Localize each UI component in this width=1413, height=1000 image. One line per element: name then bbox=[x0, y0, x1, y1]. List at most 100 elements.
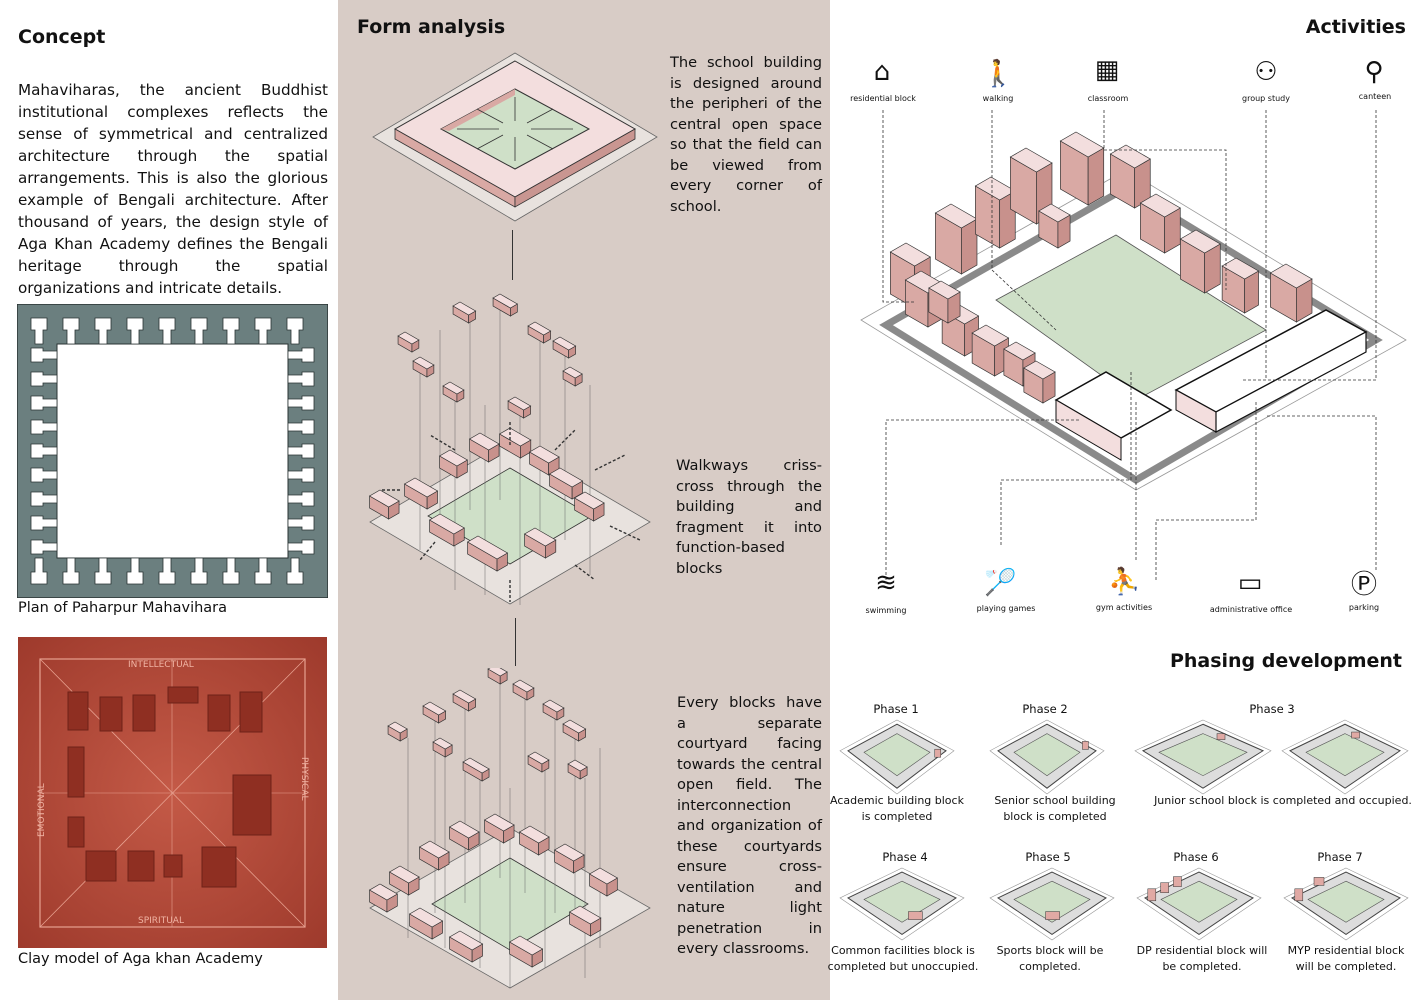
campus-building-block bbox=[1179, 229, 1221, 294]
phase-thumbnail bbox=[838, 866, 966, 942]
courtyard-block bbox=[368, 883, 399, 913]
form-step-2-text: Walkways criss-cross through the buildin… bbox=[676, 457, 822, 577]
phase-caption: MYP residential block will be completed. bbox=[1287, 944, 1405, 973]
phase-thumbnail bbox=[838, 718, 956, 796]
campus-building-block bbox=[934, 203, 978, 275]
form-step-1-text: The school building is designed around t… bbox=[670, 54, 822, 215]
courtyard-block bbox=[408, 907, 444, 940]
courtyard-block bbox=[448, 820, 480, 851]
phase-title: Phase 1 bbox=[873, 702, 919, 716]
plan-caption: Plan of Paharpur Mahavihara bbox=[18, 600, 228, 616]
floating-block bbox=[442, 381, 465, 403]
activity-label-administrative-office: administrative office bbox=[1209, 605, 1293, 614]
activities-title: Activities bbox=[1305, 16, 1406, 38]
clay-label-bottom: SPIRITUAL bbox=[138, 916, 184, 926]
floating-block bbox=[562, 366, 583, 387]
ground-block bbox=[498, 427, 532, 459]
ground-block bbox=[573, 491, 605, 522]
phase-caption: DP residential block will be completed. bbox=[1136, 944, 1268, 973]
activity-label-group-study: group study bbox=[1242, 94, 1290, 103]
ground-block bbox=[468, 432, 500, 463]
ground-block bbox=[548, 467, 584, 500]
courtyard-block bbox=[388, 865, 420, 896]
canteen-icon: ⚲ bbox=[1364, 57, 1384, 87]
phase-title: Phase 2 bbox=[1022, 702, 1068, 716]
badminton-icon: 🏸 bbox=[984, 568, 1017, 598]
activity-label-canteen: canteen bbox=[1358, 92, 1392, 101]
phase-thumbnail bbox=[1282, 866, 1410, 942]
floating-block bbox=[527, 321, 552, 344]
form-diagram-fragmented-blocks bbox=[360, 290, 660, 610]
ground-block bbox=[428, 513, 465, 547]
floating-block bbox=[432, 737, 453, 758]
activities-diagram bbox=[846, 40, 1413, 620]
floating-block bbox=[542, 699, 565, 721]
floating-block bbox=[452, 301, 477, 324]
treadmill-icon: ⛹ bbox=[1108, 567, 1141, 597]
campus-building-block bbox=[1109, 144, 1151, 209]
floating-block bbox=[422, 701, 447, 724]
paharpur-plan bbox=[17, 304, 328, 598]
classroom-icon: ▦ bbox=[1094, 55, 1120, 85]
clay-model-image: INTELLECTUAL SPIRITUAL PHYSICAL EMOTIONA… bbox=[18, 637, 327, 948]
phase-thumbnail bbox=[1280, 718, 1410, 796]
phase-title: Phase 6 bbox=[1173, 850, 1219, 864]
concept-paragraph: Mahaviharas, the ancient Buddhist instit… bbox=[18, 81, 328, 297]
activity-label-gym-activities: gym activities bbox=[1095, 603, 1153, 612]
ground-block bbox=[438, 449, 469, 479]
clay-label-top: INTELLECTUAL bbox=[128, 660, 194, 670]
floating-block bbox=[412, 356, 435, 378]
phase-title: Phase 7 bbox=[1317, 850, 1363, 864]
floating-block bbox=[462, 757, 490, 782]
form-step-3-text: Every blocks have a separate courtyard f… bbox=[677, 694, 822, 957]
campus-building-block bbox=[1139, 193, 1181, 254]
arrow-down-2 bbox=[515, 618, 516, 666]
campus-building-block bbox=[928, 280, 961, 324]
floating-block bbox=[397, 331, 420, 353]
courtyard-block bbox=[588, 867, 619, 897]
group-study-icon: ⚇ bbox=[1254, 57, 1278, 87]
activity-label-walking: walking bbox=[982, 94, 1014, 103]
clay-caption: Clay model of Aga khan Academy bbox=[18, 951, 263, 967]
activity-label-residential-block: residential block bbox=[850, 94, 916, 103]
courtyard-block bbox=[518, 825, 550, 856]
phase-caption: Sports block will be completed. bbox=[996, 944, 1104, 973]
activity-label-classroom: classroom bbox=[1087, 94, 1129, 103]
campus-building-block bbox=[1269, 263, 1313, 323]
phase-title: Phase 3 bbox=[1249, 702, 1295, 716]
parking-icon: Ⓟ bbox=[1350, 570, 1377, 600]
phase-caption: Academic building block is completed bbox=[830, 794, 964, 823]
floating-block bbox=[452, 689, 477, 712]
floating-block bbox=[492, 293, 519, 317]
phase-title: Phase 5 bbox=[1025, 850, 1071, 864]
phase-caption: Senior school building block is complete… bbox=[994, 794, 1116, 823]
ground-block bbox=[523, 527, 557, 559]
clay-label-right: PHYSICAL bbox=[299, 757, 309, 801]
form-analysis-title: Form analysis bbox=[357, 16, 506, 38]
ground-block bbox=[528, 445, 560, 476]
campus-building-block bbox=[1059, 131, 1105, 206]
campus-building-block bbox=[1038, 203, 1071, 249]
ground-block bbox=[368, 489, 400, 520]
floating-block bbox=[487, 668, 508, 685]
concept-title: Concept bbox=[18, 26, 106, 48]
phasing-title: Phasing development bbox=[1169, 650, 1402, 672]
form-diagram-courtyard-blocks bbox=[360, 668, 660, 993]
phase-caption: Common facilities block is completed but… bbox=[827, 944, 979, 973]
ground-block bbox=[403, 477, 439, 510]
campus-building-block bbox=[1023, 360, 1056, 404]
floating-block bbox=[387, 721, 408, 742]
activity-label-parking: parking bbox=[1348, 603, 1380, 612]
swimming-icon: ≋ bbox=[875, 568, 897, 598]
campus-building-block bbox=[1009, 147, 1053, 225]
ground-block bbox=[466, 535, 509, 572]
campus-building-block bbox=[1221, 257, 1260, 314]
phase-thumbnail bbox=[1135, 866, 1263, 942]
floating-block bbox=[562, 719, 587, 742]
phase-caption: Junior school block is completed and occ… bbox=[1154, 794, 1412, 807]
house-icon: ⌂ bbox=[873, 57, 891, 87]
courtyard-block bbox=[483, 813, 515, 844]
phase-thumbnail bbox=[1133, 718, 1273, 796]
campus-building-block bbox=[974, 176, 1016, 249]
courtyard-block bbox=[553, 843, 585, 874]
